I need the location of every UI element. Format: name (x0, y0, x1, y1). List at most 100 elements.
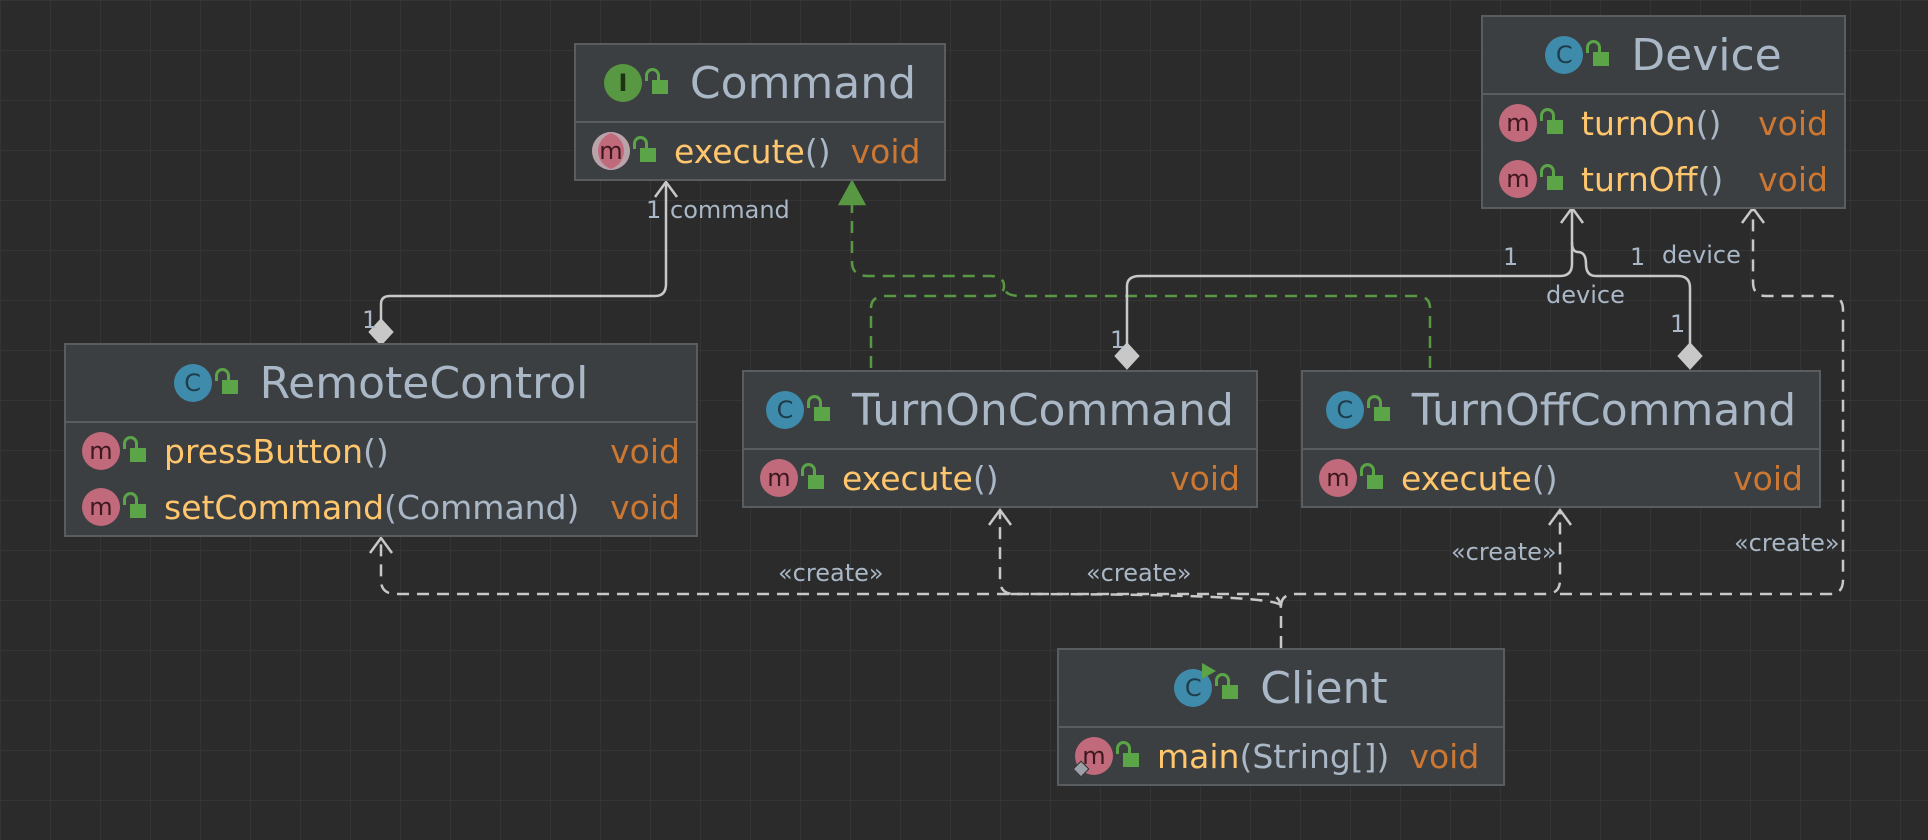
runnable-class-icon: C (1174, 663, 1217, 707)
method-row[interactable]: m execute() void (576, 123, 944, 179)
turnon-multiplicity: 1 (1110, 326, 1125, 354)
method-icon: m (760, 459, 798, 497)
device-role-left: device (1546, 281, 1625, 309)
play-icon (1202, 663, 1217, 679)
public-lock-icon (123, 436, 146, 462)
dependency-client-turnon[interactable] (998, 510, 1283, 607)
method-icon: m (82, 488, 120, 526)
method-return-type: void (1409, 736, 1480, 776)
method-row[interactable]: m setCommand(Command) void (66, 479, 696, 535)
open-arrow-command (653, 179, 679, 198)
class-name: Command (689, 57, 917, 109)
interface-icon: I (603, 64, 642, 102)
method-return-type: void (850, 131, 921, 171)
class-node-turn-on-command[interactable]: C TurnOnCommand m execute() void (742, 370, 1258, 508)
public-lock-icon (214, 368, 238, 394)
method-row[interactable]: m turnOn() void (1483, 95, 1844, 151)
class-node-turn-off-command[interactable]: C TurnOffCommand m execute() void (1301, 370, 1821, 508)
dependency-client-turnoff[interactable] (1279, 510, 1562, 607)
public-lock-icon (1116, 741, 1139, 767)
method-icon: m (1499, 104, 1537, 142)
create-label-turnoff: «create» (1451, 538, 1557, 566)
association-turnon-device[interactable] (1125, 208, 1574, 344)
class-icon: C (766, 391, 805, 429)
realization-turnon-command[interactable] (850, 200, 1006, 368)
class-name: TurnOffCommand (1411, 384, 1797, 436)
composition-diamond-turnon (1114, 342, 1140, 370)
public-lock-icon (1540, 164, 1563, 190)
create-label-device: «create» (1734, 529, 1840, 557)
class-header[interactable]: C Device (1483, 17, 1844, 95)
class-icon: C (1325, 391, 1364, 429)
method-icon: m (1319, 459, 1357, 497)
method-return-type: void (610, 431, 680, 471)
public-lock-icon (1540, 108, 1563, 134)
method-row[interactable]: m turnOff() void (1483, 151, 1844, 207)
public-lock-icon (1586, 40, 1610, 66)
class-header[interactable]: C TurnOnCommand (744, 372, 1256, 450)
public-lock-icon (1215, 673, 1239, 699)
method-icon: m (82, 432, 120, 470)
class-node-device[interactable]: C Device m turnOn() void m turnOff() voi… (1481, 15, 1846, 209)
open-arrow-turnon (987, 507, 1013, 526)
method-row[interactable]: m pressButton() void (66, 423, 696, 479)
class-node-remote-control[interactable]: C RemoteControl m pressButton() void m s… (64, 343, 698, 537)
turnoff-multiplicity: 1 (1670, 310, 1685, 338)
class-icon: C (1545, 36, 1584, 74)
method-name: pressButton (164, 431, 364, 471)
class-header[interactable]: C RemoteControl (66, 345, 696, 423)
class-node-command[interactable]: I Command m execute() void (574, 43, 946, 181)
create-label-remote: «create» (778, 559, 884, 587)
method-params: () (1695, 103, 1722, 143)
association-turnoff-device[interactable] (1570, 241, 1692, 344)
class-icon: C (173, 364, 212, 402)
association-remote-command[interactable] (379, 182, 668, 320)
method-return-type: void (1758, 159, 1828, 199)
class-header[interactable]: I Command (576, 45, 944, 123)
method-row[interactable]: m execute() void (1303, 450, 1819, 506)
dependency-client-remote[interactable] (379, 538, 1283, 648)
method-params: () (363, 431, 389, 471)
method-icon: m (1499, 160, 1537, 198)
class-name: Device (1631, 29, 1782, 81)
public-lock-icon (807, 395, 831, 421)
method-name: setCommand (164, 487, 385, 527)
method-row[interactable]: m main(String[]) void (1059, 728, 1503, 784)
command-role-label: command (670, 196, 790, 224)
method-params: () (804, 131, 831, 171)
device-multiplicity-left: 1 (1503, 243, 1518, 271)
realization-turnoff-command[interactable] (1002, 285, 1432, 368)
abstract-method-icon: m (592, 132, 630, 170)
method-name: turnOff (1581, 159, 1698, 199)
class-name: Client (1260, 662, 1388, 714)
class-name: TurnOnCommand (852, 384, 1234, 436)
method-name: execute (842, 458, 973, 498)
device-multiplicity-right: 1 (1630, 243, 1645, 271)
method-params: () (1531, 458, 1558, 498)
static-method-icon: m (1072, 737, 1113, 778)
remote-multiplicity: 1 (362, 306, 377, 334)
hollow-triangle-command (837, 179, 867, 206)
public-lock-icon (633, 136, 656, 162)
open-arrow-remote (368, 535, 394, 554)
class-header[interactable]: C TurnOffCommand (1303, 372, 1819, 450)
method-return-type: void (1170, 458, 1240, 498)
method-row[interactable]: m execute() void (744, 450, 1256, 506)
method-return-type: void (1733, 458, 1803, 498)
class-name: RemoteControl (259, 357, 589, 409)
method-params: (Command) (384, 487, 580, 527)
method-params: () (972, 458, 999, 498)
method-name: execute (674, 131, 805, 171)
public-lock-icon (644, 68, 668, 94)
method-name: main (1157, 736, 1240, 776)
create-label-turnon: «create» (1086, 559, 1192, 587)
method-name: execute (1401, 458, 1532, 498)
method-return-type: void (610, 487, 680, 527)
class-header[interactable]: C Client (1059, 650, 1503, 728)
method-name: turnOn (1581, 103, 1696, 143)
command-multiplicity: 1 (646, 196, 661, 224)
class-node-client[interactable]: C Client m main(String[]) void (1057, 648, 1505, 786)
open-arrow-turnoff (1547, 507, 1573, 526)
public-lock-icon (123, 492, 146, 518)
